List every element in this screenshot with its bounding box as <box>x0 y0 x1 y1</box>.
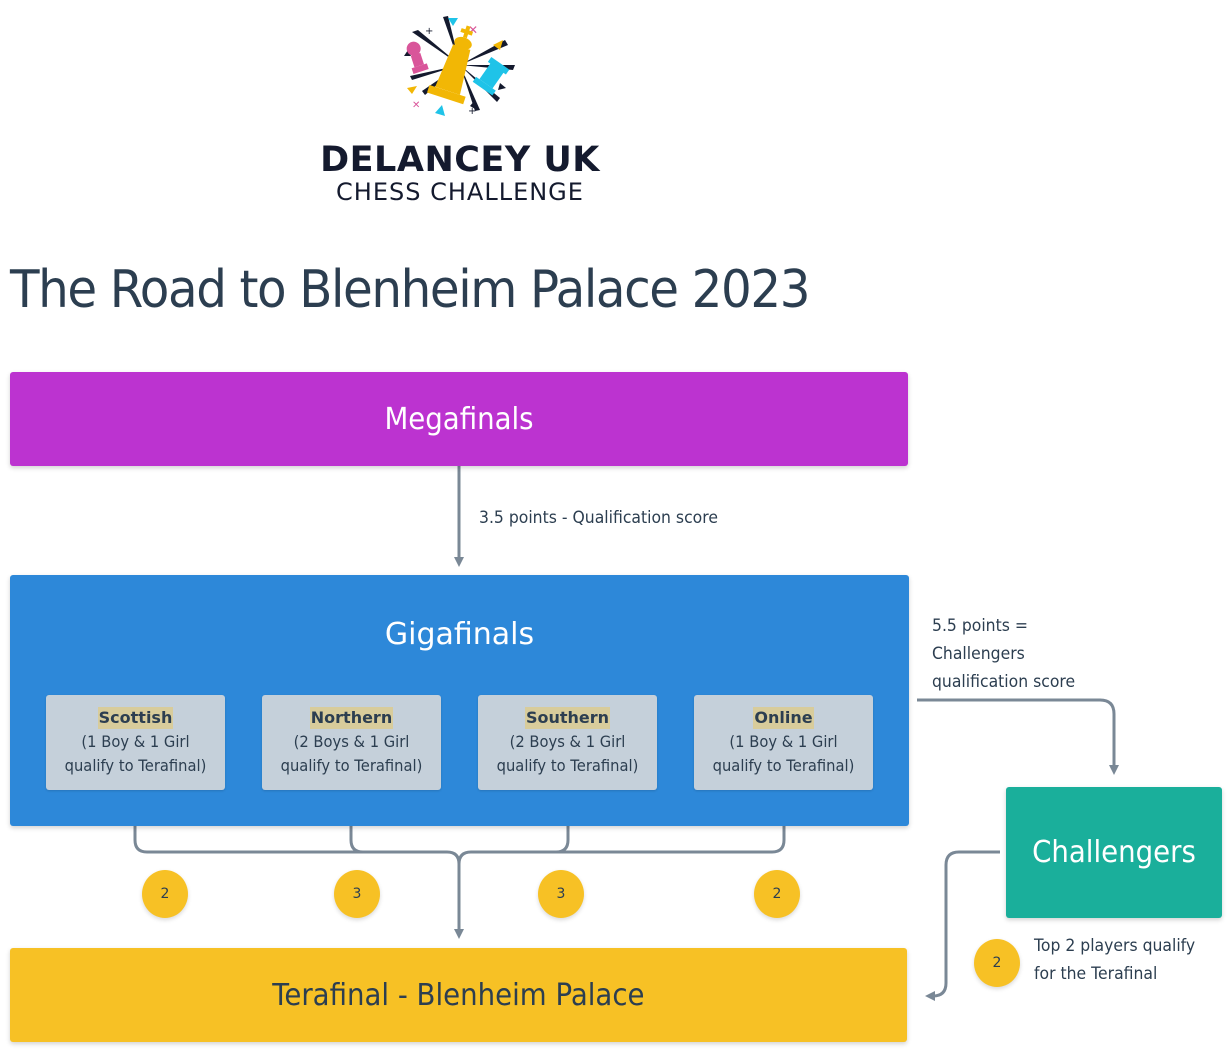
region-southern: Southern (2 Boys & 1 Girl qualify to Ter… <box>478 695 657 790</box>
challengers-to-tera-note: Top 2 players qualify for the Terafinal <box>1034 932 1195 988</box>
region-name: Online <box>753 707 814 729</box>
qualifier-badge-southern: 3 <box>538 870 584 918</box>
region-desc-line2: qualify to Terafinal) <box>64 756 207 775</box>
region-name: Northern <box>309 707 394 729</box>
megafinals-box: Megafinals <box>10 372 908 466</box>
region-desc-line2: qualify to Terafinal) <box>712 756 855 775</box>
gigafinals-box: Gigafinals Scottish (1 Boy & 1 Girl qual… <box>10 575 909 826</box>
logo-title: DELANCEY UK <box>320 140 600 180</box>
terafinal-label: Terafinal - Blenheim Palace <box>272 977 645 1013</box>
challengers-box: Challengers <box>1006 787 1222 918</box>
megafinals-label: Megafinals <box>384 401 534 437</box>
region-desc-line2: qualify to Terafinal) <box>280 756 423 775</box>
challengers-label: Challengers <box>1032 835 1196 870</box>
logo-subtitle: CHESS CHALLENGE <box>336 178 584 206</box>
qualifier-badge-northern: 3 <box>334 870 380 918</box>
note-line: qualification score <box>932 672 1076 692</box>
gigafinals-label: Gigafinals <box>384 617 535 652</box>
terafinal-box: Terafinal - Blenheim Palace <box>10 948 907 1042</box>
region-name: Southern <box>524 707 611 729</box>
qualifier-badge-challengers: 2 <box>974 939 1020 987</box>
qualifier-badge-scottish: 2 <box>142 870 188 918</box>
region-desc-line1: (1 Boy & 1 Girl <box>81 732 190 751</box>
region-scottish: Scottish (1 Boy & 1 Girl qualify to Tera… <box>46 695 225 790</box>
chess-burst-logo-icon: ✕ ✕ + + <box>404 16 515 117</box>
note-line: 5.5 points = <box>932 616 1028 636</box>
delancey-logo: ✕ ✕ + + DELANCEY UK CHESS CHALLENGE <box>300 10 620 210</box>
note-line: for the Terafinal <box>1034 964 1158 984</box>
region-name: Scottish <box>97 707 174 729</box>
qualifier-badge-online: 2 <box>754 870 800 918</box>
svg-text:+: + <box>425 26 433 37</box>
svg-text:✕: ✕ <box>468 23 478 37</box>
svg-text:✕: ✕ <box>412 100 420 111</box>
connector-giga-to-challengers <box>917 698 1119 775</box>
mega-to-giga-note: 3.5 points - Qualification score <box>479 508 718 528</box>
region-northern: Northern (2 Boys & 1 Girl qualify to Ter… <box>262 695 441 790</box>
page-title: The Road to Blenheim Palace 2023 <box>10 260 811 320</box>
note-line: Challengers <box>932 644 1025 664</box>
region-online: Online (1 Boy & 1 Girl qualify to Terafi… <box>694 695 873 790</box>
region-desc-line1: (2 Boys & 1 Girl <box>509 732 626 751</box>
region-desc-line1: (2 Boys & 1 Girl <box>293 732 410 751</box>
region-desc-line2: qualify to Terafinal) <box>496 756 639 775</box>
giga-to-challengers-note: 5.5 points = Challengers qualification s… <box>932 612 1075 696</box>
svg-text:+: + <box>468 106 476 117</box>
region-desc-line1: (1 Boy & 1 Girl <box>729 732 838 751</box>
note-line: Top 2 players qualify <box>1034 936 1196 956</box>
